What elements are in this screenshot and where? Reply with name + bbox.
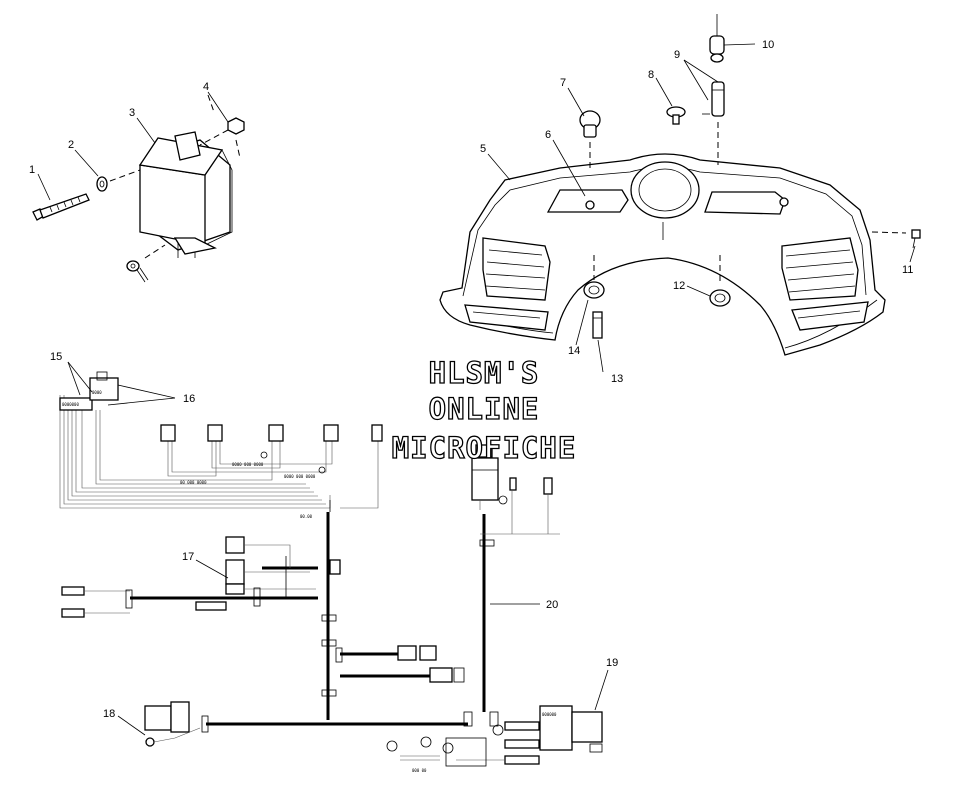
- part-grommet: [709, 255, 731, 307]
- callout-4: 4: [203, 81, 209, 93]
- callout-7: 7: [560, 77, 566, 89]
- callout-17: 17: [182, 551, 194, 563]
- svg-text:0000 000 0000: 0000 000 0000: [284, 474, 316, 479]
- svg-text:000000: 000000: [542, 712, 557, 717]
- callout-16: 16: [183, 393, 195, 405]
- callout-20: 20: [546, 599, 558, 611]
- callout-10: 10: [762, 39, 774, 51]
- wiring-harness: 0000000 0000 00 000 0000 0000 000 0000 0…: [59, 371, 603, 773]
- callout-12: 12: [673, 280, 685, 292]
- callout-5: 5: [480, 143, 486, 155]
- callout-3: 3: [129, 107, 135, 119]
- part-module: [138, 131, 233, 258]
- callout-labels: 1 2 3 4 5 6 7 8 9 10 11 12 13 14 15 16 1…: [29, 39, 913, 720]
- callout-19: 19: [606, 657, 618, 669]
- svg-text:00 000 0000: 00 000 0000: [180, 480, 207, 485]
- part-clip: [666, 106, 686, 125]
- leader-lines: [37, 43, 916, 736]
- part-jack: [702, 14, 725, 165]
- svg-text:0000 000 0000: 0000 000 0000: [232, 462, 264, 467]
- ring-terminal: [126, 244, 166, 283]
- part-washer: [96, 176, 108, 192]
- watermark: HLSM'S ONLINE MICROFICHE: [391, 355, 577, 465]
- callout-6: 6: [545, 129, 551, 141]
- right-vent: [781, 237, 869, 331]
- part-screw: [871, 229, 921, 249]
- callout-9: 9: [674, 49, 680, 61]
- svg-text:00.00: 00.00: [300, 514, 313, 519]
- watermark-line-1: HLSM'S: [429, 356, 540, 390]
- callout-15: 15: [50, 351, 62, 363]
- part-nut: [199, 94, 245, 159]
- callout-18: 18: [103, 708, 115, 720]
- svg-text:0000000: 0000000: [62, 402, 79, 407]
- part-bolt: [32, 193, 90, 221]
- watermark-line-2: ONLINE: [429, 392, 540, 426]
- watermark-line-3: MICROFICHE: [392, 431, 577, 465]
- callout-2: 2: [68, 139, 74, 151]
- left-vent: [464, 237, 551, 331]
- part-switch: [579, 110, 601, 170]
- callout-13: 13: [611, 373, 623, 385]
- callout-11: 11: [902, 264, 913, 276]
- part-fitting: [583, 255, 605, 339]
- gauge-openings: [546, 161, 789, 240]
- callout-14: 14: [568, 345, 580, 357]
- part-dash-pod: [439, 153, 886, 356]
- svg-text:0000: 0000: [92, 390, 102, 395]
- callout-1: 1: [29, 164, 35, 176]
- callout-8: 8: [648, 69, 654, 81]
- svg-text:000 00: 000 00: [412, 768, 427, 773]
